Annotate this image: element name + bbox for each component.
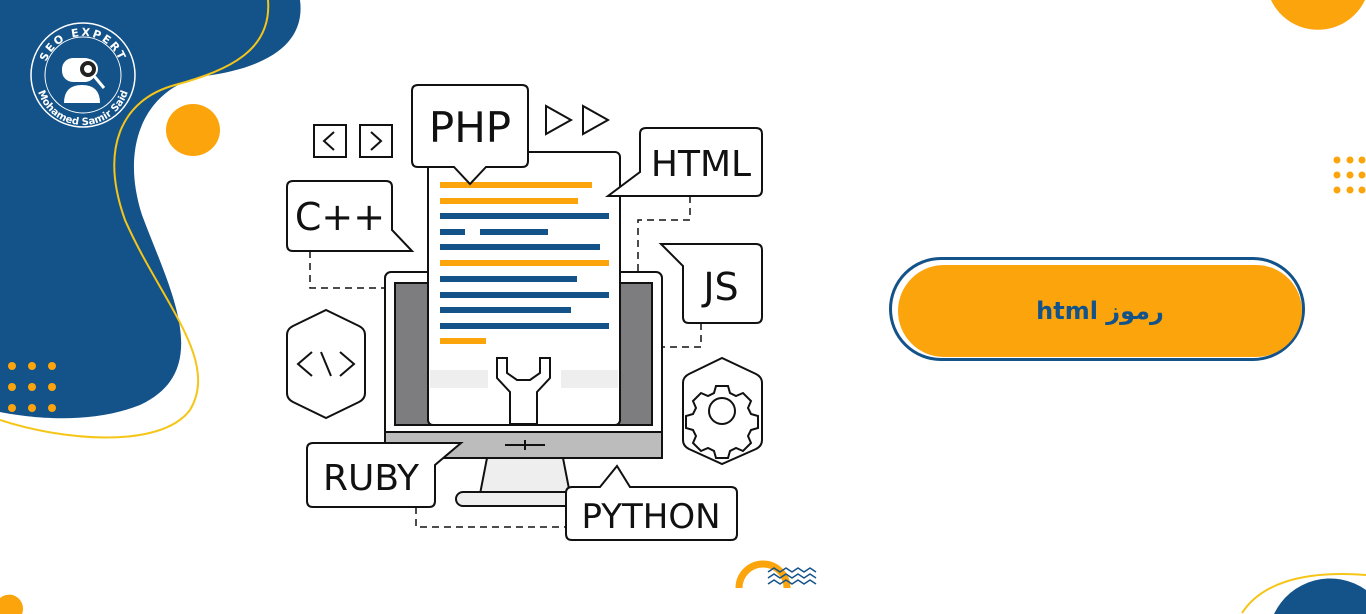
cpp-label: C++ [295,195,385,239]
dashed-connectors [309,196,702,528]
html-label: HTML [651,144,751,185]
js-label: JS [701,265,738,309]
gear-icon [685,385,759,459]
play-icon [545,104,574,136]
js-bubble [658,243,763,324]
title-button-fill: رموز html [898,265,1302,357]
cpp-bubble [286,180,415,252]
title-button-label: رموز html [1036,297,1164,325]
wave-lines [767,567,817,585]
title-button[interactable]: رموز html [889,257,1305,361]
blue-blob-left [0,0,301,419]
orange-circle-top-right [1271,0,1365,30]
play-icon-2 [582,104,611,136]
wrench-icon [496,357,551,425]
python-label: PYTHON [581,497,720,537]
nav-arrow-icons [313,104,611,158]
code-document [427,151,621,426]
yellow-curve-line [0,0,270,439]
orange-arc-bottom [735,560,791,589]
orange-dots-left [8,362,56,412]
php-label: PHP [429,103,511,152]
robot-icon [62,58,106,103]
python-bubble [565,464,738,541]
ruby-label: RUBY [323,458,420,499]
orange-dots-right [1333,156,1366,194]
yellow-arc-bottom-right [1241,573,1366,614]
ruby-bubble [306,442,464,508]
blue-circle-bottom-right [1274,578,1366,614]
php-bubble [411,84,529,186]
gear-bubble [682,356,763,466]
code-brackets-icon [296,351,356,377]
orange-circle-bottom-left [0,594,24,614]
html-bubble [605,127,763,197]
orange-blob [166,104,220,156]
